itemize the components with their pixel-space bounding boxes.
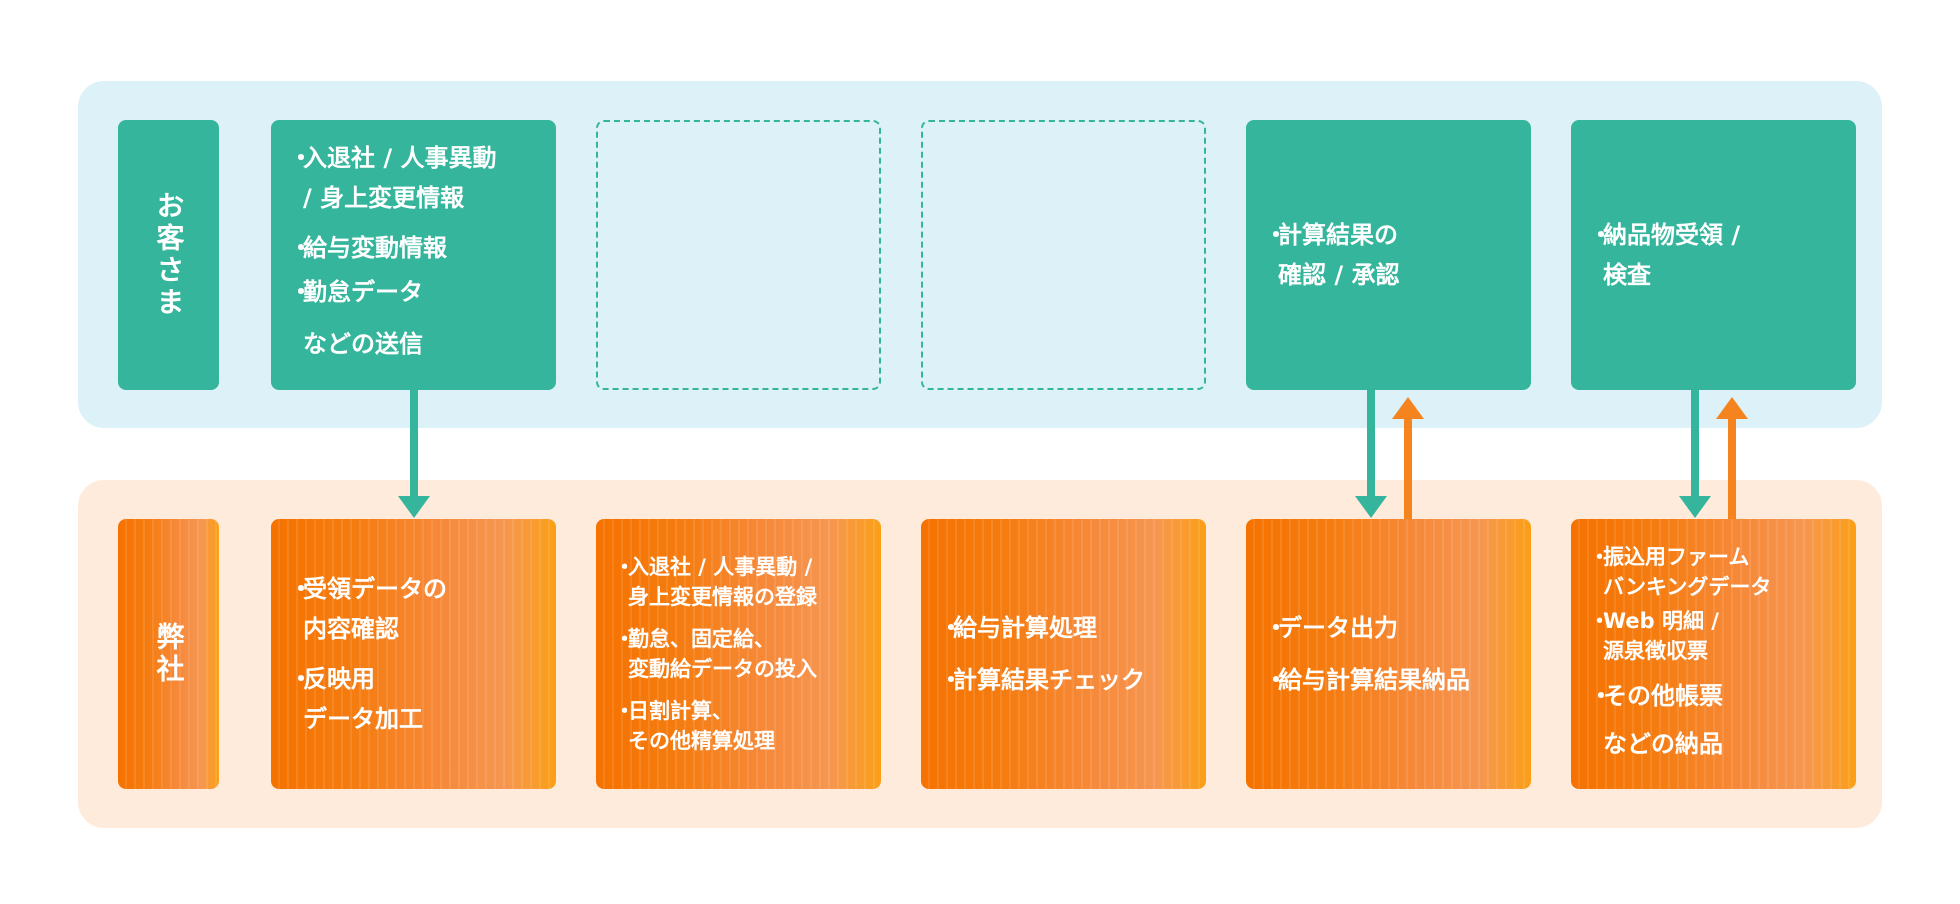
company-step-1: ・受領データの 内容確認 ・反映用 データ加工	[271, 519, 556, 789]
company-step-2: ・入退社 / 人事異動 / 身上変更情報の登録 ・勤怠、固定給、 変動給データの…	[596, 519, 881, 789]
arrow-down-shaft	[410, 390, 418, 498]
company-step-1-item-1: ・受領データの 内容確認	[289, 575, 447, 643]
customer-step-3-empty	[921, 120, 1206, 390]
company-step-4: ・データ出力 ・給与計算結果納品	[1246, 519, 1531, 789]
company-step-4-item-1: ・データ出力	[1264, 614, 1398, 642]
customer-step-1-item-2: ・給与変動情報	[289, 234, 447, 262]
company-step-2-item-3: ・日割計算、 その他精算処理	[614, 699, 775, 753]
arrow-down-head-icon	[1679, 496, 1711, 518]
company-label-box: 弊社	[118, 519, 219, 789]
arrow-down-shaft	[1691, 390, 1699, 498]
arrow-down-head-icon	[1355, 496, 1387, 518]
customer-label-box: お客さま	[118, 120, 219, 390]
company-step-2-item-1: ・入退社 / 人事異動 / 身上変更情報の登録	[614, 555, 817, 609]
arrow-down-head-icon	[398, 496, 430, 518]
arrow-up-head-icon	[1716, 397, 1748, 419]
customer-step-1-item-3: ・勤怠データ などの送信	[289, 278, 423, 358]
company-step-1-item-2: ・反映用 データ加工	[289, 665, 423, 733]
company-step-5-item-2: ・Web 明細 / 源泉徴収票	[1589, 609, 1719, 663]
arrow-up-shaft	[1404, 418, 1412, 519]
arrow-up-shaft	[1728, 418, 1736, 519]
company-step-3-item-2: ・計算結果チェック	[939, 666, 1145, 694]
company-step-5-item-3: ・その他帳票 などの納品	[1589, 682, 1723, 758]
customer-step-5: ・納品物受領 / 検査	[1571, 120, 1856, 390]
customer-step-4-item-1: ・計算結果の 確認 / 承認	[1264, 221, 1400, 289]
customer-step-1-item-1: ・入退社 / 人事異動 / 身上変更情報	[289, 144, 497, 212]
company-step-3-item-1: ・給与計算処理	[939, 614, 1097, 642]
arrow-up-head-icon	[1392, 397, 1424, 419]
company-step-2-item-2: ・勤怠、固定給、 変動給データの投入	[614, 627, 817, 681]
company-step-5-item-1: ・振込用ファーム バンキングデータ	[1589, 545, 1772, 599]
customer-step-2-empty	[596, 120, 881, 390]
company-step-5: ・振込用ファーム バンキングデータ ・Web 明細 / 源泉徴収票 ・その他帳票…	[1571, 519, 1856, 789]
customer-step-5-item-1: ・納品物受領 / 検査	[1589, 221, 1741, 289]
customer-label: お客さま	[152, 191, 186, 319]
company-step-4-item-2: ・給与計算結果納品	[1264, 666, 1470, 694]
customer-step-4: ・計算結果の 確認 / 承認	[1246, 120, 1531, 390]
company-label: 弊社	[152, 622, 186, 686]
customer-step-1: ・入退社 / 人事異動 / 身上変更情報 ・給与変動情報 ・勤怠データ などの送…	[271, 120, 556, 390]
company-step-3: ・給与計算処理 ・計算結果チェック	[921, 519, 1206, 789]
arrow-down-shaft	[1367, 390, 1375, 498]
